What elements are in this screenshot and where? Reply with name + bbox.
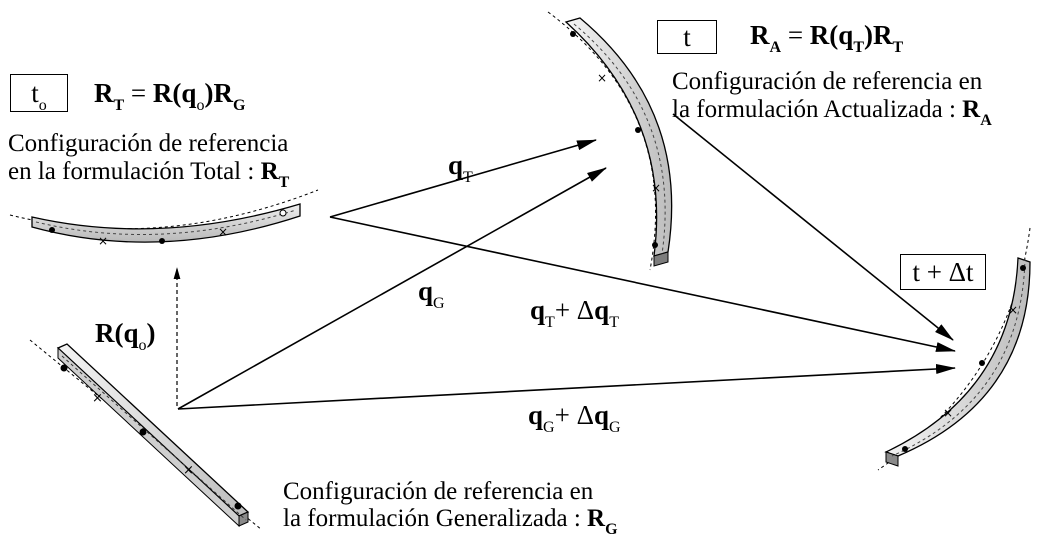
eq-rhs: R [873, 20, 893, 50]
eq-r: R( [809, 20, 839, 50]
future-beam: × × [877, 227, 1031, 471]
time-sub: o [38, 97, 47, 114]
time-label: t [31, 78, 39, 108]
svg-text:×: × [218, 225, 228, 239]
svg-text:×: × [92, 391, 103, 406]
time-label: t [683, 22, 691, 52]
label-qG: qG [418, 276, 445, 313]
time-label: t + Δt [912, 257, 974, 287]
label-sub: G [433, 295, 445, 312]
label-plus: + Δ [554, 400, 594, 430]
svg-text:×: × [98, 234, 108, 248]
eq-close: ) [204, 78, 214, 108]
desc-initial-line2: en la formulación Total : RT [8, 158, 289, 197]
label-qT: qT [448, 150, 473, 187]
label-qG-dqG: qG+ ΔqG [528, 400, 621, 437]
label-q: q [418, 276, 434, 306]
eq-sign: = [781, 20, 810, 50]
desc-text: la formulación Actualizada : [672, 96, 963, 123]
desc-initial-line1: Configuración de referencia [8, 130, 289, 157]
label-qT-dqT: qT+ ΔqT [530, 295, 619, 332]
eq-q: q [838, 20, 854, 50]
label-dsub: G [608, 419, 621, 436]
reference-beam: × × [29, 339, 263, 531]
svg-text:×: × [651, 181, 661, 195]
label-q: q [448, 150, 464, 180]
label-q: q [528, 400, 544, 430]
initial-beam: × × [9, 189, 319, 248]
arrow-current-to-future [672, 113, 954, 341]
arrow-qT-dqT [329, 216, 956, 352]
label-rotation: R(qo) [95, 318, 156, 355]
svg-text:×: × [597, 71, 607, 85]
eq-rhs-sub: G [232, 97, 246, 114]
eq-lhs: R [750, 20, 770, 50]
eq-q-sub: T [853, 39, 864, 56]
desc-text: la formulación Generalizada : [283, 505, 588, 532]
svg-text:×: × [1008, 303, 1018, 317]
equation-current: RA = R(qT)RT [750, 20, 903, 57]
eq-rhs-sub: T [892, 39, 904, 56]
arrow-qT [329, 139, 597, 218]
svg-text:×: × [183, 463, 194, 478]
label-sub: G [543, 419, 555, 436]
desc-current-line1: Configuración de referencia en [672, 68, 983, 95]
eq-lhs-sub: T [113, 97, 125, 114]
eq-lhs-sub: A [769, 39, 782, 56]
label-R: R( [95, 318, 124, 348]
label-close: ) [146, 318, 156, 348]
eq-r: R( [152, 78, 182, 108]
desc-sub: G [605, 521, 618, 538]
time-box-initial: to [10, 74, 68, 114]
label-dq: q [594, 295, 610, 325]
label-sub: T [545, 314, 555, 331]
desc-reference-line1: Configuración de referencia en [283, 478, 594, 505]
arrow-qG [177, 167, 607, 410]
time-box-current: t [657, 20, 717, 54]
time-box-future: t + Δt [900, 254, 986, 290]
label-dsub: T [609, 314, 619, 331]
eq-rhs: R [213, 78, 233, 108]
arrow-qG-dqG [177, 364, 956, 410]
desc-text: en la formulación Total : [8, 158, 261, 185]
desc-reference-line2: la formulación Generalizada : RG [283, 505, 618, 544]
label-dq: q [593, 400, 609, 430]
eq-sign: = [124, 78, 153, 108]
label-q: q [530, 295, 546, 325]
desc-sub: A [980, 112, 992, 129]
diagram-canvas: × × × × × × × × [9, 11, 1031, 531]
svg-text:×: × [943, 406, 953, 420]
desc-sub: T [278, 174, 290, 191]
desc-R: R [260, 158, 279, 185]
label-sub: o [138, 337, 147, 354]
current-beam: × × [547, 11, 673, 271]
equation-initial: RT = R(qo)RG [94, 78, 245, 115]
eq-q-sub: o [196, 97, 205, 114]
eq-q: q [181, 78, 197, 108]
desc-R: R [587, 505, 606, 532]
label-q: q [123, 318, 139, 348]
label-sub: T [463, 169, 473, 186]
eq-lhs: R [94, 78, 114, 108]
eq-close: ) [864, 20, 873, 50]
label-plus: + Δ [554, 295, 595, 325]
desc-current-line2: la formulación Actualizada : RA [672, 96, 992, 135]
desc-R: R [962, 96, 981, 123]
